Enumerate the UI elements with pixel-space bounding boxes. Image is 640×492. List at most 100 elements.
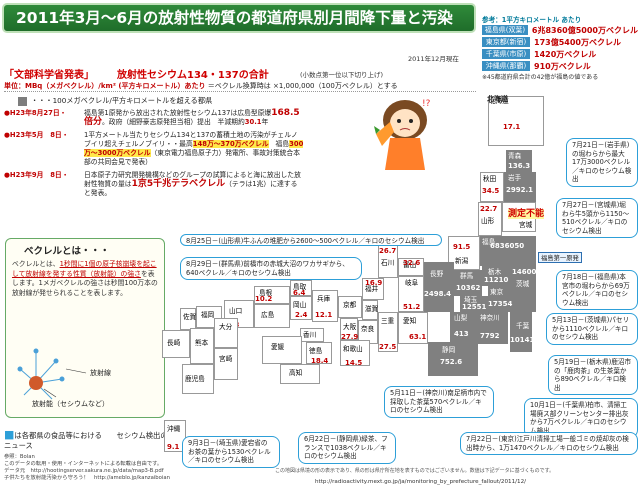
prefecture-value: 6.4 — [293, 289, 306, 297]
event-highlight: 168.5倍分 — [84, 108, 300, 127]
unit-text-conversion: ＝ベクレル換算時は ×1,000,000（100万ベクレル）とする — [207, 82, 398, 90]
prefecture-shiga: 滋賀 — [362, 300, 378, 320]
prefecture-value: 752.6 — [440, 358, 463, 366]
reference-row: 福島県(双葉)6兆8360億5000万ベクレル — [482, 24, 638, 36]
event-item: ●H23年9月 8日・ 日本原子力研究開発機構などのグループの試算によると海に放… — [4, 171, 304, 198]
reference-row-label: 福島県(双葉) — [482, 25, 528, 35]
prefecture-value: 51.2 — [403, 303, 421, 311]
prefecture-value: 2992.1 — [506, 186, 534, 194]
prefecture-name: 徳島 — [309, 347, 323, 355]
prefecture-name: 福岡 — [201, 311, 215, 319]
prefecture-name: 佐賀 — [183, 313, 197, 321]
news-callout: 5月19日－(栃木県)鹿沼市の「鹿肉茶」の生茶葉から890ベクレル／キロ検出 — [548, 355, 638, 395]
prefecture-name: 京都 — [343, 301, 357, 309]
reference-row: 東京都(新宿)173億5400万ベクレル — [482, 36, 638, 48]
prefecture-value: 136.3 — [508, 162, 531, 170]
radioactive-source-label: 放射能（セシウムなど） — [32, 400, 109, 408]
prefecture-name: 富山 — [403, 261, 417, 269]
bottom-note: この地図は県境の形の表示であり、県の形は県庁所在地を表すものではございません。数… — [275, 468, 555, 474]
unknown-measurement-label: 測定不能 — [508, 209, 545, 219]
prefecture-niigata: 新潟 91.5 — [448, 236, 480, 270]
reference-footnote: ※45都道府県合計の42億が福島の値である — [482, 74, 599, 81]
becquerel-body: ベクレルとは、1秒間に1個の原子核崩壊を起こして放射線を発する性質（放射能）の強… — [12, 260, 158, 297]
prefecture-value: 34.5 — [482, 187, 500, 195]
reference-box: 参考：1平方キロメートル あたり 福島県(双葉)6兆8360億5000万ベクレル… — [482, 14, 638, 114]
event-date: ●H23年5月 8日・ — [4, 131, 69, 139]
prefecture-name: 青森 — [508, 152, 522, 160]
gray-swatch — [18, 96, 27, 106]
radiation-label: 放射線 — [90, 369, 111, 377]
prefecture-value: 26.7 — [379, 247, 397, 255]
prefecture-name: 千葉 — [516, 322, 530, 330]
prefecture-name: 岩手 — [508, 174, 522, 182]
prefecture-name: 岐阜 — [405, 279, 419, 287]
prefecture-kumamoto: 熊本 — [190, 328, 214, 364]
source-label: 「文部科学省発表」 — [4, 70, 94, 81]
prefecture-name: 神奈川 — [480, 314, 500, 322]
prefecture-name: 島根 — [259, 289, 273, 297]
prefecture-name: 兵庫 — [317, 295, 331, 303]
event-text: 福島第1原発から放出された放射性セシウム137は広島型原爆168.5倍分。政府（… — [84, 108, 300, 127]
prefecture-kanagawa: 神奈川 7792 — [478, 312, 508, 344]
news-legend-mark: ■ — [4, 428, 15, 441]
becquerel-box: ベクレルとは・・・ ベクレルとは、1秒間に1個の原子核崩壊を起こして放射線を発す… — [5, 238, 165, 418]
prefecture-fukuoka: 福岡 — [196, 306, 222, 328]
event-item: ●H23年5月 8日・ 1平方メートル当たりセシウム134と137の蓄積土地の汚… — [4, 131, 304, 167]
prefecture-nagasaki: 長崎 — [162, 330, 190, 358]
prefecture-name: 長崎 — [167, 339, 181, 347]
prefecture-value: 10.2 — [255, 295, 273, 303]
prefecture-miyazaki: 宮崎 — [214, 348, 238, 380]
prefecture-name: 鳥取 — [293, 283, 307, 291]
prefecture-name: 新潟 — [455, 257, 469, 265]
prefecture-value: 10141 — [510, 336, 535, 344]
news-callout: 5月13日－(茨城県)パセリから1110ベクレル／キロのセシウム検出 — [546, 313, 638, 345]
prefecture-mie: 三重 27.5 — [378, 312, 398, 352]
prefecture-value: 12551 — [462, 303, 487, 311]
girl-illustration: !? — [374, 99, 431, 170]
reference-row: 沖縄県(那覇)910万ベクレル — [482, 60, 638, 72]
prefecture-value: 27.9 — [341, 333, 359, 341]
prefecture-value: 16.9 — [365, 279, 383, 287]
prefecture-name: 滋賀 — [365, 305, 379, 313]
prefecture-name: 高知 — [289, 369, 303, 377]
prefecture-shizuoka: 静岡 752.6 — [428, 342, 478, 376]
prefecture-name: 三重 — [381, 317, 395, 325]
prefecture-value: 17354 — [488, 300, 513, 308]
event-highlight: 1京5千兆テラベクレル — [131, 179, 226, 189]
svg-text:!?: !? — [422, 99, 431, 109]
prefecture-name: 茨城 — [516, 280, 530, 288]
prefecture-value: 7792 — [480, 332, 500, 340]
reference-row-value: 910万ベクレル — [534, 61, 591, 71]
prefecture-name: 秋田 — [483, 175, 497, 183]
news-legend: ■は各都県の食品等における セシウム検出のニュース — [4, 428, 174, 451]
prefecture-value: 27.5 — [379, 343, 397, 351]
prefecture-name: 大分 — [219, 323, 233, 331]
prefecture-name: 和歌山 — [343, 345, 363, 353]
prefecture-name: 静岡 — [442, 346, 456, 354]
prefecture-value: 14.5 — [345, 359, 363, 367]
source-note: (小数点第一位以下切り上げ) — [300, 71, 384, 79]
prefecture-name: 広島 — [261, 311, 275, 319]
prefecture-value: 91.5 — [453, 243, 471, 251]
radiation-diagram — [17, 348, 87, 400]
prefecture-kagawa: 香川 — [300, 328, 324, 342]
prefecture-name: 奈良 — [361, 325, 375, 333]
news-callout: 7月18日－(福島県)本宮市の堀わらから69万ベクレル／キロのセシウム検出 — [556, 270, 638, 310]
half-life-value: 30.1 — [244, 118, 262, 126]
prefecture-aomori: 青森 136.3 — [506, 150, 532, 172]
unit-text: 単位：MBq（メガベクレル）/km² (平方キロメートル）あたり — [4, 82, 206, 90]
prefecture-name: 愛媛 — [271, 343, 285, 351]
